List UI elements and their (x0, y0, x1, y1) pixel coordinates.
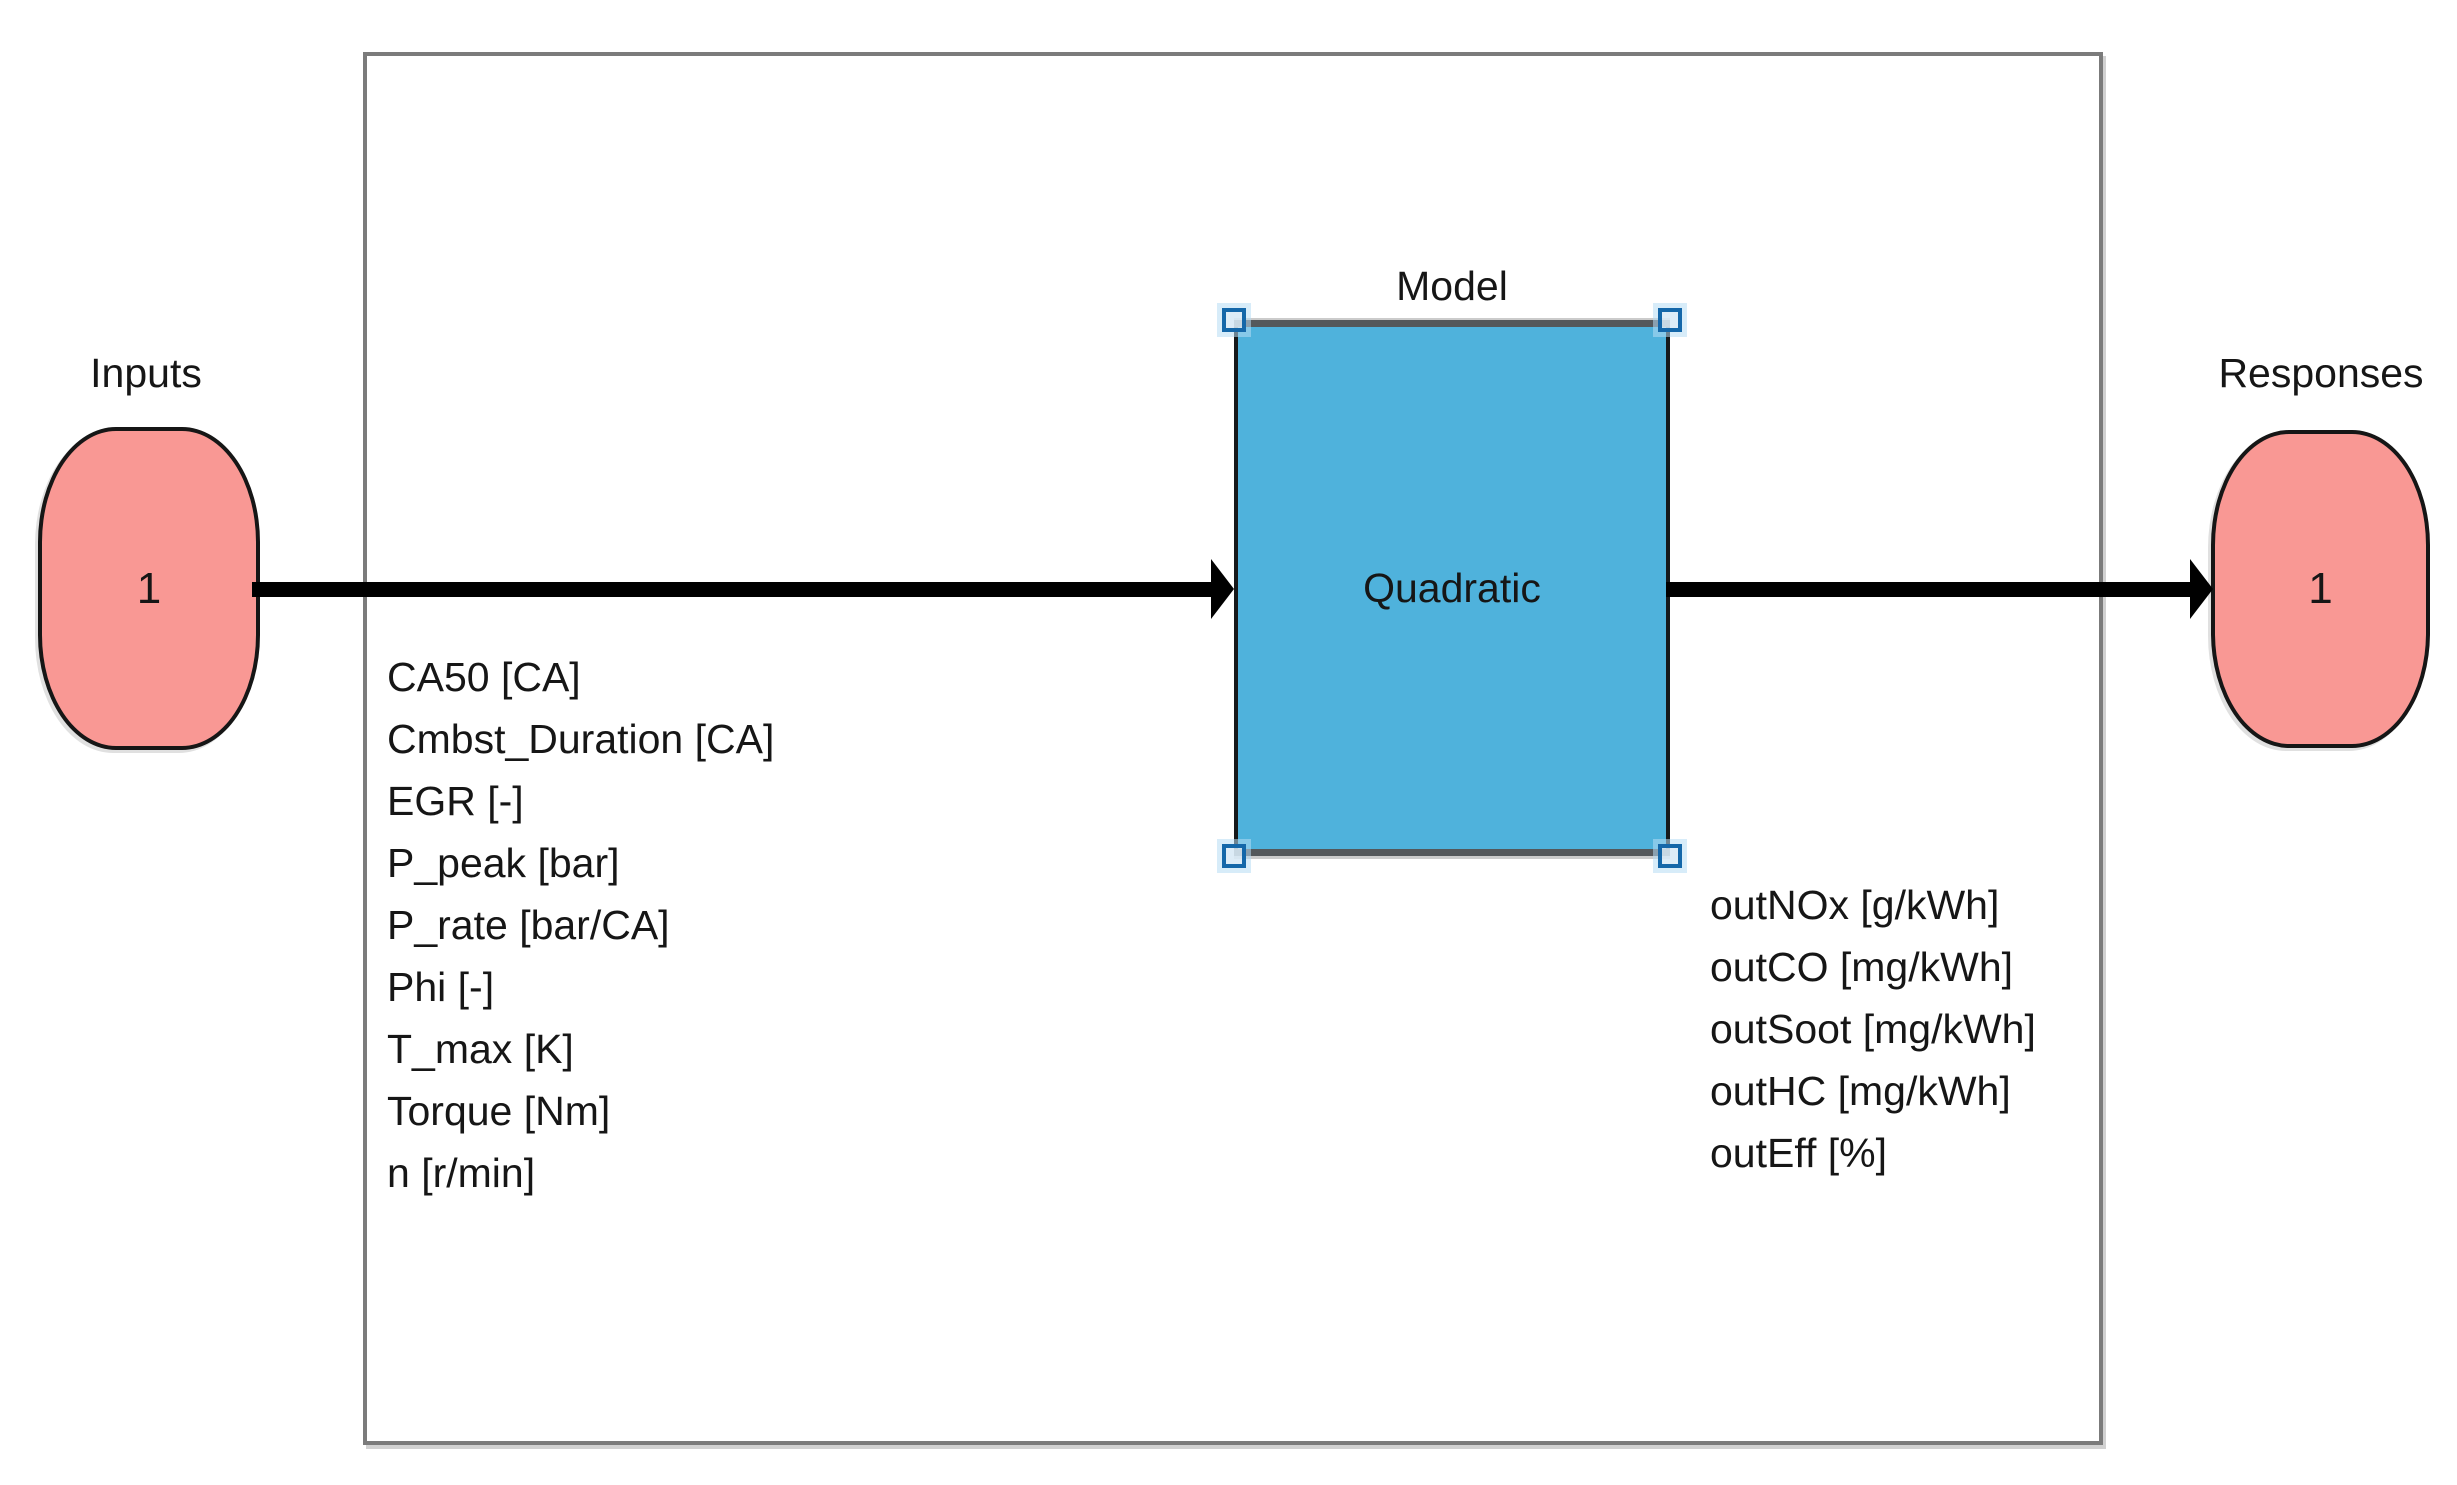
selection-band-top (1234, 320, 1670, 327)
input-connector-arrowhead-icon (1211, 559, 1234, 619)
output-signal-list: outNOx [g/kWh] outCO [mg/kWh] outSoot [m… (1710, 874, 2036, 1184)
output-signal-label: outCO [mg/kWh] (1710, 944, 2014, 990)
outport-label: Responses (2218, 350, 2424, 396)
inport-label: Inputs (90, 350, 202, 396)
model-block-caption: Model (1396, 263, 1508, 309)
output-connector-line[interactable] (1666, 582, 2192, 597)
input-connector-line[interactable] (252, 582, 1214, 597)
input-signal-label: T_max [K] (387, 1026, 574, 1072)
model-block-name: Quadratic (1363, 565, 1541, 611)
input-signal-label: Cmbst_Duration [CA] (387, 716, 775, 762)
input-signal-label: P_rate [bar/CA] (387, 902, 670, 948)
subsystem-frame (363, 52, 2103, 1445)
outport-block[interactable]: 1 (2211, 430, 2430, 748)
input-signal-list: CA50 [CA] Cmbst_Duration [CA] EGR [-] P_… (387, 646, 774, 1204)
selection-handle-top-left[interactable] (1222, 308, 1246, 332)
output-signal-label: outHC [mg/kWh] (1710, 1068, 2011, 1114)
outport-number: 1 (2308, 564, 2333, 613)
input-signal-label: CA50 [CA] (387, 654, 581, 700)
selection-handle-bottom-left[interactable] (1222, 844, 1246, 868)
selection-handle-bottom-right[interactable] (1658, 844, 1682, 868)
input-signal-label: Torque [Nm] (387, 1088, 611, 1134)
input-signal-label: n [r/min] (387, 1150, 536, 1196)
output-signal-label: outEff [%] (1710, 1130, 1888, 1176)
output-connector-arrowhead-icon (2190, 559, 2213, 619)
output-signal-label: outNOx [g/kWh] (1710, 882, 2000, 928)
selection-band-bottom (1234, 849, 1670, 856)
inport-block[interactable]: 1 (38, 427, 260, 750)
input-signal-label: EGR [-] (387, 778, 524, 824)
model-block[interactable]: Quadratic (1234, 320, 1670, 856)
input-signal-label: Phi [-] (387, 964, 495, 1010)
selection-handle-top-right[interactable] (1658, 308, 1682, 332)
output-signal-label: outSoot [mg/kWh] (1710, 1006, 2036, 1052)
input-signal-label: P_peak [bar] (387, 840, 620, 886)
inport-number: 1 (136, 563, 162, 613)
